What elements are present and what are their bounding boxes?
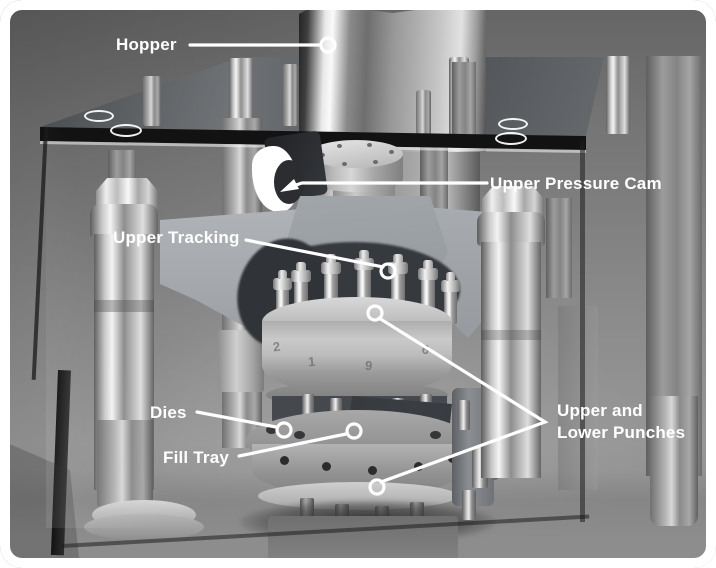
plate-bolt-ring	[498, 118, 528, 130]
stud	[416, 90, 431, 140]
post-base	[84, 514, 204, 540]
plate-bolt-ring	[110, 124, 142, 137]
bolt-dot	[372, 160, 378, 165]
label-upper-tracking: Upper Tracking	[113, 228, 240, 247]
bolt-dot	[337, 144, 343, 149]
die-hole	[430, 431, 441, 439]
stud	[143, 76, 161, 126]
turret-number: 9	[364, 358, 373, 374]
post-top-stud	[229, 58, 253, 128]
post-joint	[94, 300, 154, 312]
stud	[606, 56, 630, 134]
front-left-collar	[90, 204, 158, 238]
cam-notch	[274, 160, 304, 204]
post-joint	[481, 330, 541, 340]
die-hole	[266, 426, 277, 434]
label-fill-tray: Fill Tray	[163, 448, 230, 467]
label-hopper: Hopper	[116, 35, 177, 54]
bolt-dot	[341, 161, 347, 166]
plate-bolt-ring	[495, 132, 527, 145]
bolt-dot	[367, 143, 373, 148]
turret-number: 2	[272, 338, 282, 355]
plate-bolt-ring	[84, 110, 114, 122]
flange-bolt-hole	[368, 466, 377, 475]
label-upper-lower-punches-line1: Upper and	[557, 401, 643, 420]
glass-reflection	[46, 128, 166, 528]
rail-fitting	[462, 490, 476, 520]
back-column	[452, 62, 476, 148]
flange-bolt-hole	[414, 462, 423, 471]
stud	[283, 64, 298, 126]
label-upper-pressure-cam: Upper Pressure Cam	[490, 174, 662, 193]
front-left-post-lower	[97, 420, 153, 506]
label-upper-lower-punches-line2: Lower Punches	[557, 422, 686, 442]
rear-right-post-lower	[650, 396, 698, 526]
cam-cylinder-top	[309, 140, 403, 168]
rail-fitting	[458, 400, 470, 430]
front-right-post	[481, 242, 541, 478]
front-right-collar	[477, 212, 545, 246]
behind-right-post-column	[546, 198, 572, 298]
flange-bolt-hole	[322, 462, 331, 471]
flange-bolt-hole	[280, 456, 289, 465]
die-hole	[294, 431, 305, 439]
turret-number: 6	[420, 341, 431, 358]
glass-wall-shade	[558, 306, 598, 490]
label-dies: Dies	[150, 403, 187, 422]
enclosure-right-edge	[580, 140, 585, 522]
label-upper-lower-punches: Upper and Lower Punches	[557, 400, 685, 444]
bolt-dot	[388, 149, 394, 154]
turret-number: 1	[307, 353, 316, 370]
